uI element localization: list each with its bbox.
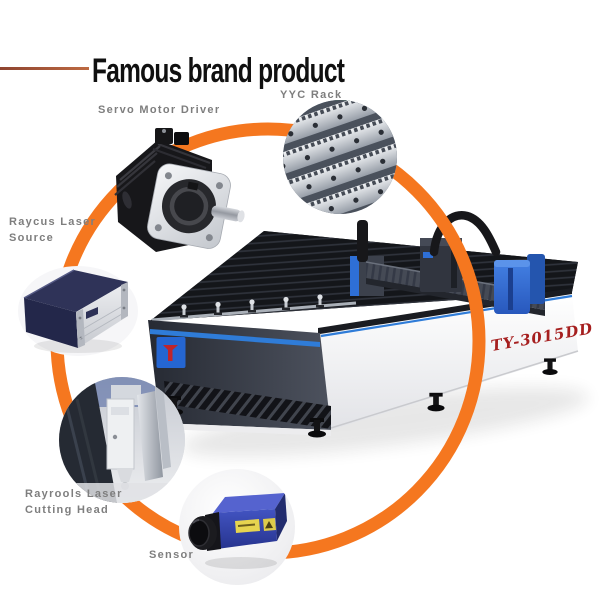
machine-shadow [181,387,589,457]
cutting-head-label: Rayrools Laser Cutting Head [25,488,123,516]
sensor-image [179,469,295,585]
front-panel: TY-3015DD [320,294,594,430]
motor-flange [147,163,245,249]
laser-source-image [16,256,140,356]
yyc-rack-label: YYC Rack [280,89,343,101]
cutting-head-image [59,377,185,503]
laser-source-label: Raycus Laser Source [9,216,97,244]
cutting-head-body [106,385,171,490]
sensor-lens [188,512,221,551]
sensor-body [213,493,287,549]
gantry [350,211,546,316]
page-title: Famous brand product [92,52,345,90]
servo-motor-image [100,122,250,257]
left-end-panel [148,320,331,436]
warning-sticker [235,518,276,533]
gear-racks [283,100,397,214]
brand-logo-badge [156,337,186,368]
yyc-rack-image [283,100,397,214]
header-accent-line [0,67,89,70]
laser-head-carriage [494,254,545,314]
servo-motor-label: Servo Motor Driver [98,104,221,116]
laser-source-box [23,269,128,348]
cable-chain [429,211,501,257]
sensor-label: Sensor [149,549,195,561]
